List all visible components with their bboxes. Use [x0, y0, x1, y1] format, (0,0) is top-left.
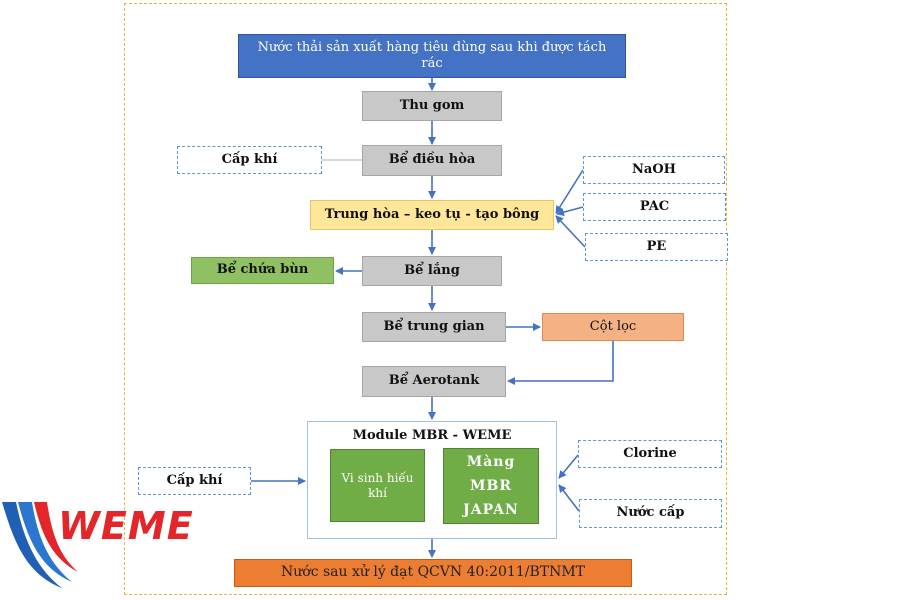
air-supply-node-1: Cấp khí: [177, 146, 322, 174]
sludge-tank-node: Bể chứa bùn: [191, 257, 334, 284]
chlorine-node: Clorine: [578, 440, 722, 468]
arrow-pac-neutralization: [556, 206, 584, 217]
settling-tank-node: Bể lắng: [362, 256, 502, 286]
pe-node: PE: [585, 233, 728, 261]
air-supply-node-2: Cấp khí: [138, 467, 251, 495]
module-title: Module MBR - WEME: [352, 428, 512, 443]
arrow-naoh-neutralization: [555, 169, 584, 214]
output-water-node: Nước sau xử lý đạt QCVN 40:2011/BTNMT: [234, 559, 632, 587]
arrow-pe-neutralization: [555, 215, 586, 248]
filter-column-node: Cột lọc: [542, 313, 684, 341]
weme-wave-icon: [2, 502, 78, 588]
neutralization-coagulation-node: Trung hòa – keo tụ - tạo bông: [310, 200, 554, 230]
arrow-chlorine-module: [558, 454, 579, 479]
aerobic-microbe-node: Vi sinh hiếu khí: [330, 449, 425, 522]
membrane-line-1: Màng: [466, 454, 516, 470]
pac-node: PAC: [583, 193, 726, 221]
input-wastewater-node: Nước thải sản xuất hàng tiêu dùng sau kh…: [238, 34, 626, 78]
membrane-line-2: MBR: [470, 478, 512, 494]
intermediate-tank-node: Bể trung gian: [362, 312, 506, 342]
collect-node: Thu gom: [362, 91, 502, 121]
weme-logo: WEME: [0, 492, 193, 592]
arrow-supply-module: [558, 484, 580, 512]
supply-water-node: Nước cấp: [579, 499, 722, 528]
diagram-frame: [124, 3, 727, 595]
membrane-line-3: JAPAN: [463, 502, 519, 518]
arrow-filter-aerotank: [507, 341, 614, 385]
naoh-node: NaOH: [583, 156, 725, 184]
equalization-tank-node: Bể điều hòa: [362, 145, 502, 176]
weme-logo-text: WEME: [58, 504, 194, 548]
aerotank-node: Bể Aerotank: [362, 366, 506, 397]
mbr-membrane-node: Màng MBR JAPAN: [443, 448, 539, 524]
